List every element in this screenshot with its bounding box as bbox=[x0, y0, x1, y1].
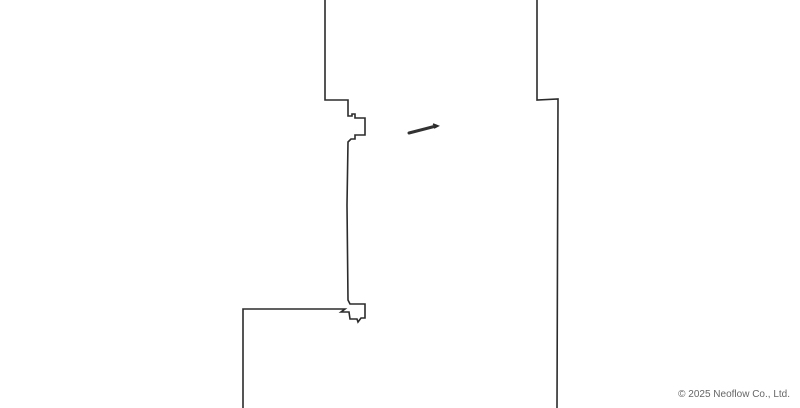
right-wall-outline bbox=[536, 0, 559, 408]
copyright-text: © 2025 Neoflow Co., Ltd. bbox=[678, 389, 790, 400]
floor-outline bbox=[242, 0, 366, 408]
direction-marker-tip bbox=[432, 123, 440, 129]
direction-marker bbox=[407, 124, 438, 135]
